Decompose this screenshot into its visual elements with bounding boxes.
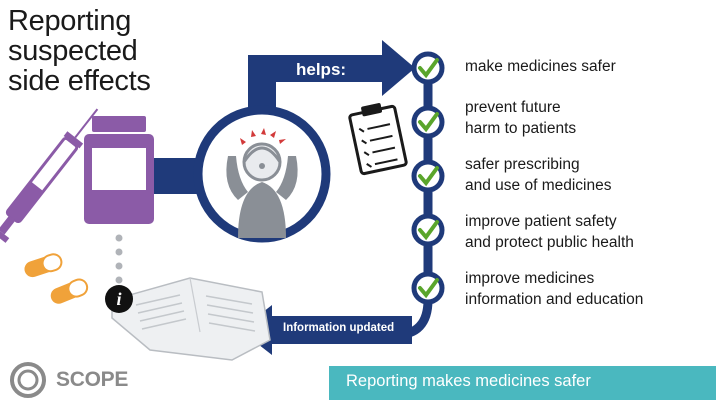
benefit-item-5: improve medicines information and educat… <box>465 270 644 308</box>
check-circle-2 <box>411 105 445 139</box>
svg-text:i: i <box>116 289 121 309</box>
brand-name: SCOPE <box>56 368 129 391</box>
patient-figure-icon <box>226 128 298 238</box>
scope-logo-icon <box>10 362 46 398</box>
banner <box>329 366 716 400</box>
syringe-icon <box>0 108 99 243</box>
medicine-bottle-icon <box>84 116 154 224</box>
headache-marks-icon <box>240 128 286 145</box>
check-circle-4 <box>411 213 445 247</box>
helps-label: helps: <box>296 60 347 79</box>
clipboard-icon <box>348 103 408 176</box>
patient-circle <box>193 105 331 243</box>
info-icon: i <box>105 285 133 313</box>
helps-arrow <box>248 40 415 118</box>
check-circle-1 <box>411 51 445 85</box>
info-leaflet-icon <box>111 277 271 361</box>
page-title: Reporting suspected side effects <box>8 5 151 97</box>
benefit-item-4: improve patient safety and protect publi… <box>465 213 634 251</box>
benefit-item-1: make medicines safer <box>465 58 616 75</box>
benefit-item-2: prevent future harm to patients <box>465 99 577 137</box>
banner-text: Reporting makes medicines safer <box>346 372 591 390</box>
check-circle-5 <box>411 271 445 305</box>
pills-icon <box>24 253 89 304</box>
check-circle-3 <box>411 159 445 193</box>
information-updated-label: Information updated <box>283 322 395 334</box>
dotted-connector <box>115 234 123 284</box>
benefit-item-3: safer prescribing and use of medicines <box>465 156 612 194</box>
